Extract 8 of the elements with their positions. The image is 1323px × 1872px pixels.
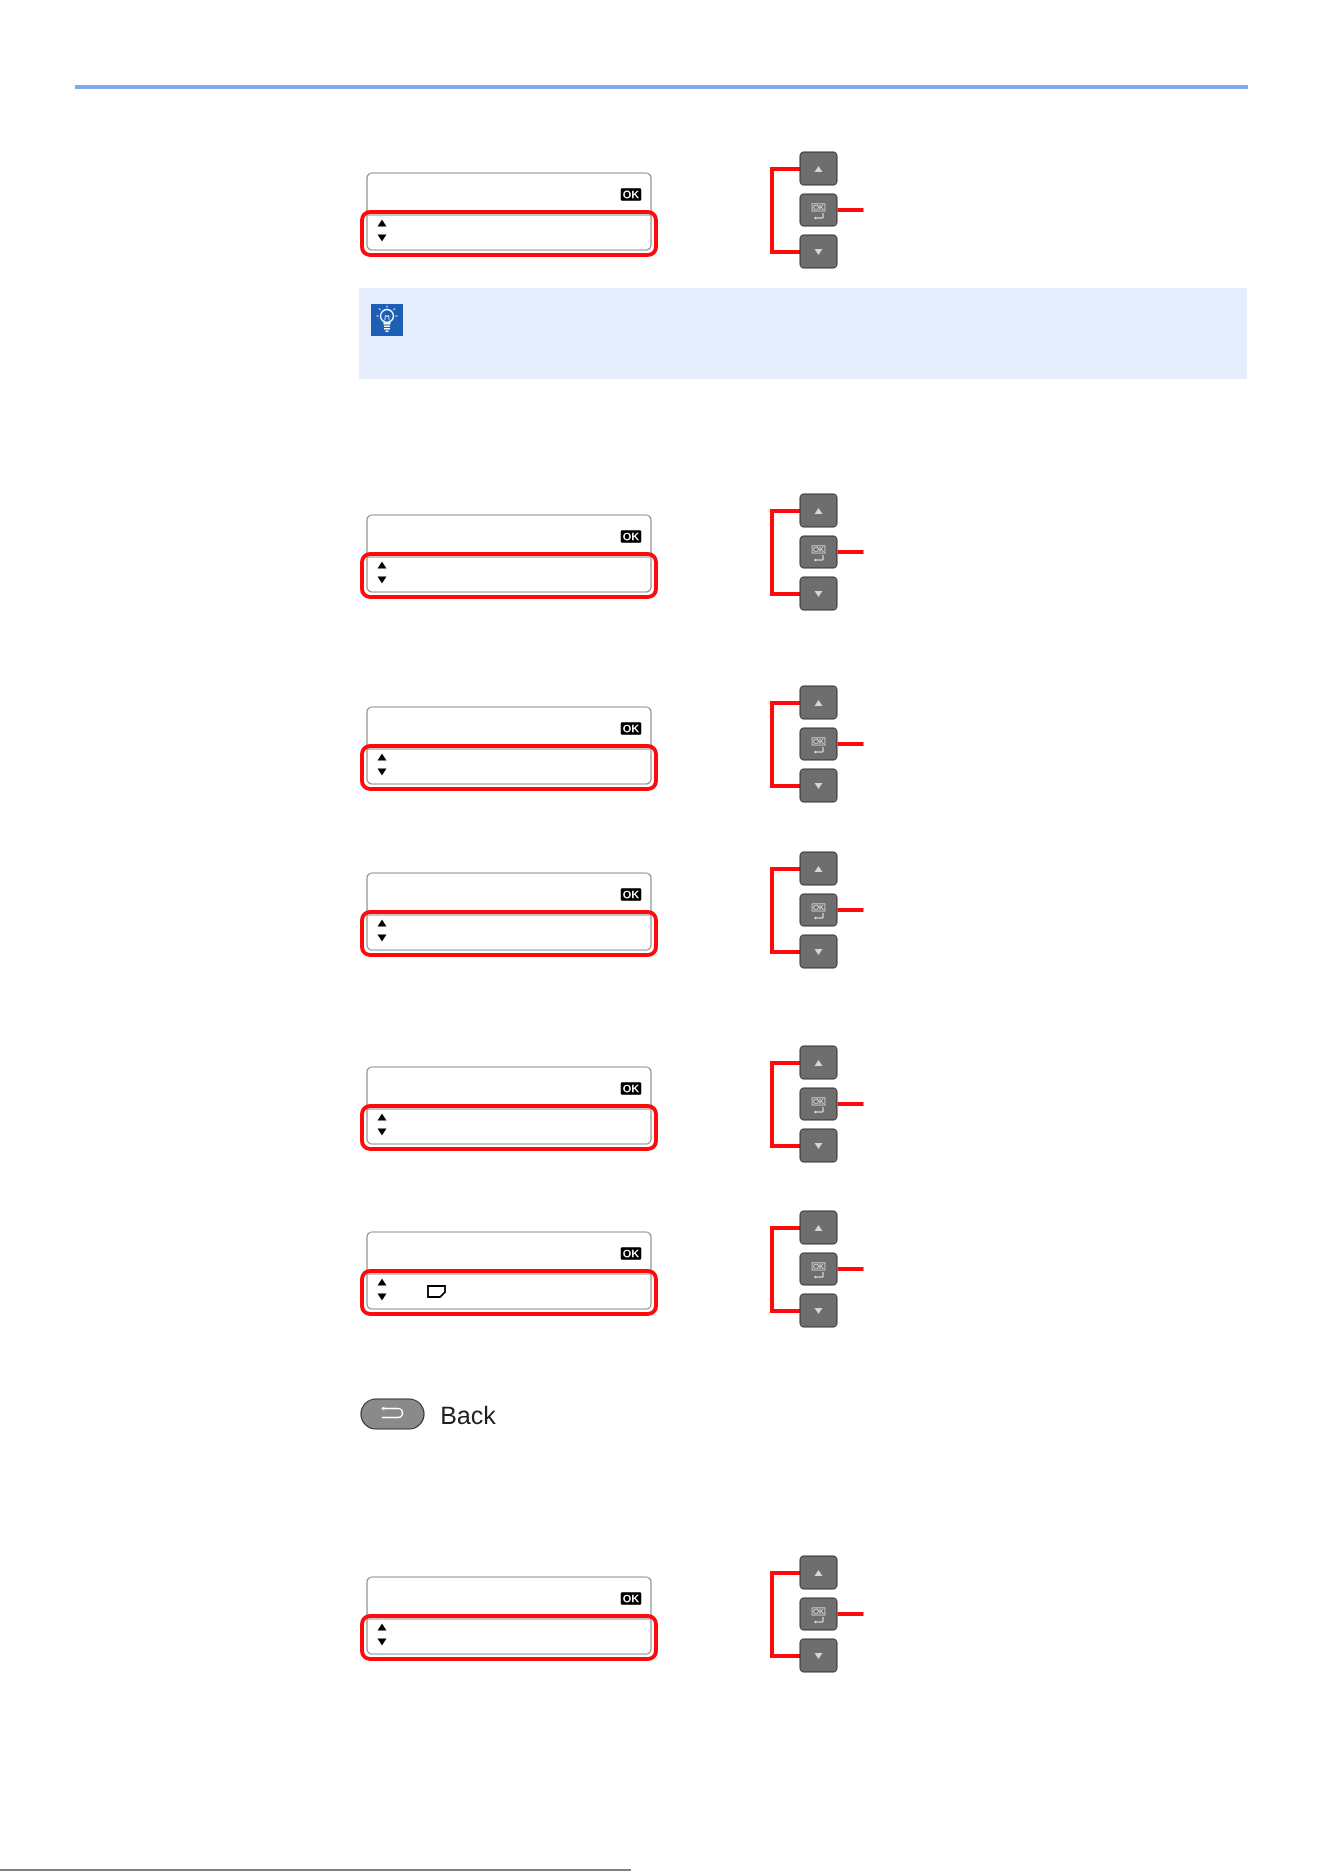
leader-line <box>837 550 864 554</box>
leader-line <box>837 742 864 746</box>
leader-line <box>837 208 864 212</box>
leader-line <box>837 1267 864 1271</box>
leader-line <box>837 908 864 912</box>
leader-line <box>837 1612 864 1616</box>
leader-line <box>837 1102 864 1106</box>
key-caption: Back <box>442 1405 496 1425</box>
